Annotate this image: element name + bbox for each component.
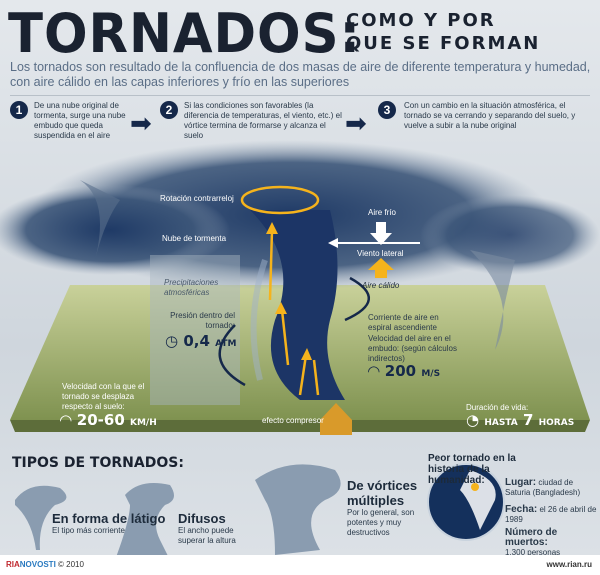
clock-icon: ◔ bbox=[466, 411, 480, 429]
date-value: el 26 de abril de 1989 bbox=[505, 505, 597, 524]
pressure-value: ◷ 0,4 ATM bbox=[165, 332, 237, 350]
ground-speed-label: Velocidad con la que el tornado se despl… bbox=[62, 382, 145, 411]
worst-date: Fecha: el 26 de abril de 1989 bbox=[505, 505, 600, 525]
pressure-label: Presión dentro del tornado: bbox=[170, 311, 235, 330]
date-label: Fecha: bbox=[505, 504, 538, 515]
air-speed-label: Velocidad del aire en el embudo: (según … bbox=[368, 334, 457, 363]
air-speed-value: ◠ 200 M/S bbox=[368, 362, 440, 380]
funnel-highlight bbox=[250, 259, 268, 381]
website-link[interactable]: www.rian.ru bbox=[546, 560, 593, 569]
duration-number: 7 bbox=[522, 411, 534, 429]
duration-prefix: HASTA bbox=[484, 418, 518, 428]
place-value: ciudad de Saturia (Bangladesh) bbox=[505, 478, 581, 497]
cold-air-label: Aire frío bbox=[368, 208, 397, 217]
globe-landmass bbox=[460, 470, 496, 530]
divider bbox=[10, 95, 590, 96]
step-number: 1 bbox=[10, 101, 28, 119]
cold-air-arrow bbox=[370, 233, 392, 245]
arrow-right-icon: ➡ bbox=[345, 108, 367, 138]
duration-label: Duración de vida: bbox=[466, 403, 529, 412]
speedometer-icon: ◠ bbox=[368, 362, 380, 380]
arrow-right-icon: ➡ bbox=[130, 108, 152, 138]
page-title: TORNADOS: bbox=[8, 2, 361, 65]
speedometer-icon: ◠ bbox=[60, 411, 72, 429]
step-text: De una nube original de tormenta, surge … bbox=[34, 101, 126, 140]
duration-value: ◔ HASTA 7 HORAS bbox=[466, 411, 574, 429]
type-desc: El tipo más corriente bbox=[52, 526, 125, 535]
footer: RIANOVOSTI © 2010 www.rian.ru bbox=[0, 555, 600, 575]
step-2: 2 Si las condiciones son favorables (la … bbox=[160, 101, 345, 141]
worst-title: Peor tornado en la historia de la humani… bbox=[428, 453, 516, 486]
lateral-wind-label: Viento lateral bbox=[357, 249, 404, 258]
worst-deaths: Número de muertos:1.300 personas bbox=[505, 528, 600, 558]
compressor-label: efecto compresor bbox=[262, 416, 324, 425]
house-icon bbox=[320, 403, 352, 435]
storm-cloud-right bbox=[420, 195, 600, 275]
step-3: 3 Con un cambio en la situación atmosfér… bbox=[378, 101, 593, 131]
type-desc: El ancho puede superar la altura bbox=[178, 526, 236, 545]
location-marker bbox=[471, 483, 479, 491]
type-name: De vórtices múltiples bbox=[347, 478, 418, 508]
step-text: Si las condiciones son favorables (la di… bbox=[184, 101, 342, 140]
deaths-label: Número de muertos: bbox=[505, 527, 558, 548]
updraft-arrows bbox=[240, 185, 320, 396]
tornado-funnel bbox=[250, 210, 345, 400]
tornado-type-silhouettes bbox=[15, 464, 341, 560]
ground-edge bbox=[10, 420, 590, 432]
type-name: Difusos bbox=[178, 511, 226, 526]
brand-a: RIA bbox=[6, 560, 20, 569]
types-title: TIPOS DE TORNADOS: bbox=[12, 455, 184, 471]
step-1: 1 De una nube original de tormenta, surg… bbox=[10, 101, 140, 141]
ground-speed-unit: KM/H bbox=[130, 418, 157, 428]
warm-air-label: Aire cálido bbox=[362, 281, 400, 290]
step-number: 2 bbox=[160, 101, 178, 119]
spiral-current-label: Corriente de aire en espiral ascendiente bbox=[368, 313, 439, 332]
spiral-arrows bbox=[218, 276, 371, 387]
subtitle-line2: QUE SE FORMAN bbox=[346, 33, 541, 54]
warm-air-arrow bbox=[368, 258, 394, 270]
brand-b: NOVOSTI bbox=[19, 560, 56, 569]
air-speed-unit: M/S bbox=[421, 369, 441, 379]
small-funnel-right bbox=[470, 250, 515, 350]
pressure-number: 0,4 bbox=[183, 332, 210, 350]
precipitation-shaft bbox=[150, 255, 240, 405]
ground-speed-number: 20-60 bbox=[76, 411, 125, 429]
rotation-label: Rotación contrarreloj bbox=[160, 194, 234, 203]
intro-text: Los tornados son resultado de la conflue… bbox=[10, 60, 591, 89]
gauge-icon: ◷ bbox=[165, 332, 179, 350]
duration-unit: HORAS bbox=[538, 418, 575, 428]
worst-place: Lugar: ciudad de Saturia (Bangladesh) bbox=[505, 478, 600, 498]
precipitation-label: Precipitaciones atmosféricas bbox=[164, 278, 219, 297]
step-number: 3 bbox=[378, 101, 396, 119]
small-funnel-left bbox=[80, 180, 120, 260]
place-label: Lugar: bbox=[505, 477, 537, 488]
storm-cloud-left bbox=[0, 185, 230, 275]
brand-logo: RIANOVOSTI © 2010 bbox=[6, 560, 84, 569]
ground-speed-value: ◠ 20-60 KM/H bbox=[60, 411, 157, 429]
storm-cloud-label: Nube de tormenta bbox=[162, 234, 227, 243]
air-speed-number: 200 bbox=[384, 362, 417, 380]
copyright: © 2010 bbox=[58, 560, 84, 569]
type-desc: Por lo general, son potentes y muy destr… bbox=[347, 508, 415, 537]
type-name: En forma de látigo bbox=[52, 511, 166, 526]
updraft-arrowheads bbox=[266, 222, 312, 360]
subtitle-line1: COMO Y POR bbox=[346, 10, 496, 31]
deaths-value: 1.300 personas bbox=[505, 548, 561, 557]
step-text: Con un cambio en la situación atmosféric… bbox=[404, 101, 576, 130]
pressure-unit: ATM bbox=[215, 339, 237, 349]
